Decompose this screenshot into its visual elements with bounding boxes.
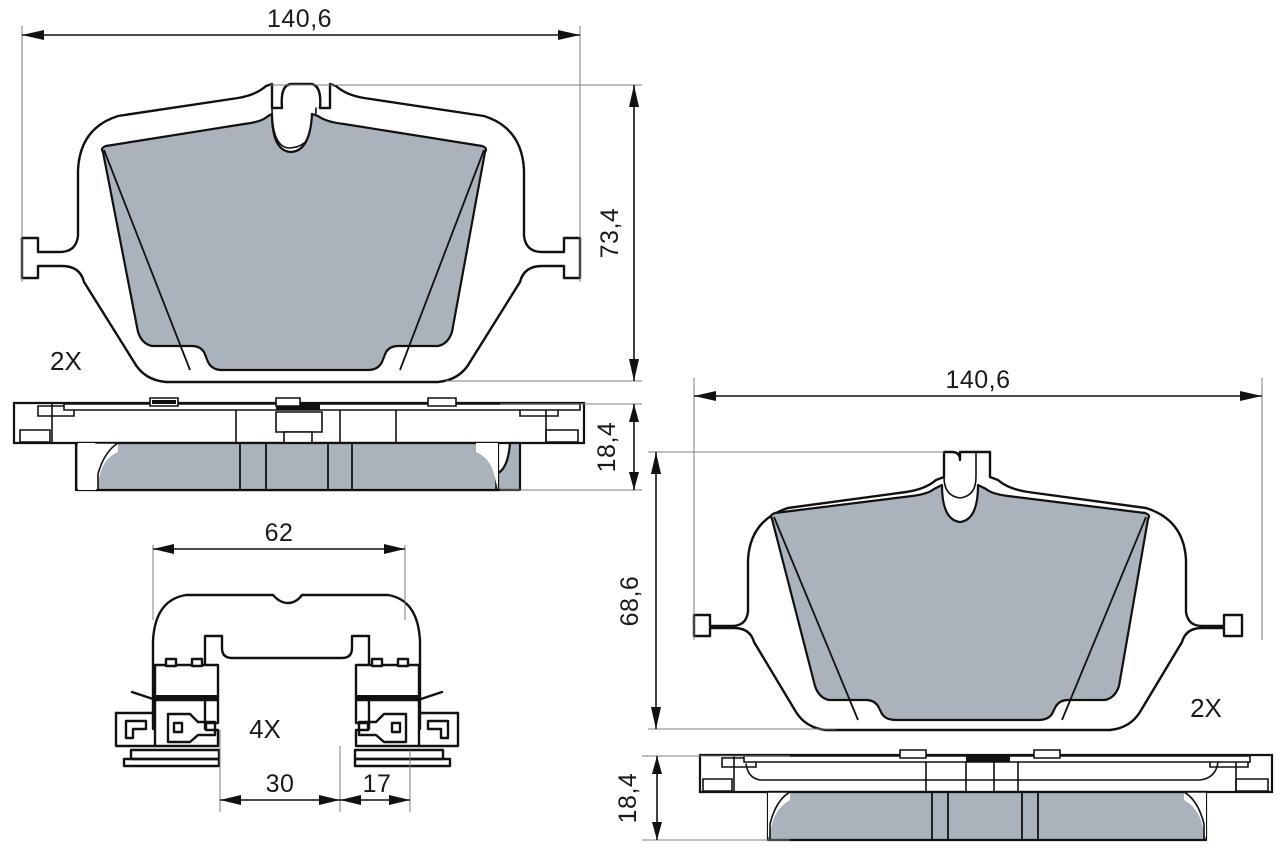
arrow-right-17 — [389, 795, 410, 805]
arrow-top-18-4-left — [629, 404, 639, 422]
clip-right-foot-tab-1 — [370, 657, 384, 668]
arrow-right-30 — [319, 795, 340, 805]
clip-left-base-strip-1 — [129, 748, 221, 761]
clip-left-foot-darkbar — [155, 695, 218, 700]
view-side-pad-large — [12, 397, 586, 492]
arrow-left-140-6-right — [694, 391, 716, 401]
clip-left-base-strip-2 — [122, 757, 221, 768]
dimension-height-73-4: 73,4 — [270, 84, 642, 382]
side-small-friction-left-fillet — [768, 792, 790, 840]
clip-right-base-strip-1 — [353, 748, 445, 761]
side-large-center-boss — [275, 411, 323, 433]
clip-inner-bracket — [203, 634, 371, 731]
view-front-pad-large: 2X — [20, 82, 582, 384]
clip-right-base-strip-2 — [353, 757, 452, 768]
side-small-friction-right-curve — [1183, 791, 1207, 841]
dim-text-140-6-top: 140,6 — [267, 5, 332, 33]
side-large-top-tab-2 — [275, 397, 301, 407]
arrow-bottom-73-4 — [629, 359, 639, 381]
clip-right-spring-finger — [416, 690, 444, 702]
clip-left-foot-block — [153, 663, 220, 701]
clip-right-eyelet — [357, 712, 408, 744]
arrow-left-30 — [220, 795, 241, 805]
side-large-friction-left-fillet — [96, 443, 118, 490]
pad-small-score-line-left — [773, 516, 859, 721]
clip-left-eyelet-hole — [172, 721, 184, 734]
side-small-top-tab-1 — [899, 749, 927, 759]
clip-right-foot-tab-2 — [396, 657, 410, 668]
clip-left-eyelet — [166, 712, 217, 744]
dimension-thickness-18-4-left: 18,4 — [500, 403, 642, 491]
arrow-top-68-6 — [651, 452, 661, 474]
side-large-friction-right-fillet — [476, 443, 498, 490]
pad-small-score-line-right — [1061, 516, 1147, 721]
clip-arched-spring — [151, 593, 422, 731]
side-large-top-tab-3 — [427, 397, 457, 407]
dim-text-30: 30 — [266, 770, 295, 798]
side-small-right-ear-slot-bottom — [1235, 778, 1269, 792]
view-side-pad-small — [698, 749, 1274, 842]
dimension-thickness-18-4-right: 18,4 — [614, 755, 790, 841]
side-large-friction-chamfer-left — [78, 443, 98, 490]
side-large-friction-silhouette — [94, 441, 500, 492]
side-small-friction-right-fillet — [1184, 792, 1206, 840]
dim-text-17: 17 — [363, 770, 392, 798]
side-small-shim-dark-segment — [966, 756, 1010, 762]
side-large-shim-strip — [63, 403, 581, 411]
side-small-top-tab-2 — [1033, 749, 1061, 759]
clip-left-spring-finger — [130, 690, 158, 702]
dimension-clip-width-62: 62 — [152, 519, 406, 620]
arrow-right-140-6 — [558, 30, 580, 40]
clip-right-foot-block — [354, 663, 421, 701]
arrow-left-17 — [340, 795, 361, 805]
side-large-left-ear-slot-bottom — [19, 429, 51, 443]
dim-text-18-4-left: 18,4 — [593, 422, 621, 473]
arrow-right-62 — [384, 544, 405, 554]
arrow-left-140-6 — [22, 30, 44, 40]
side-small-left-ear-slot-bottom — [702, 778, 733, 792]
arrow-right-140-6-right — [1240, 391, 1262, 401]
dim-text-73-4: 73,4 — [596, 208, 624, 259]
arrow-bottom-18-4-left — [629, 472, 639, 490]
side-small-center-boss — [965, 761, 995, 793]
clip-left-hook-outer — [114, 711, 157, 748]
dimension-width-140-6-right: 140,6 — [693, 366, 1263, 640]
clip-left-hook-inner — [124, 719, 148, 740]
dimension-height-68-6: 68,6 — [616, 451, 944, 730]
clip-right-hook-inner — [426, 719, 450, 740]
side-large-right-ear-slot-bottom — [545, 429, 579, 443]
clip-right-foot-darkbar — [356, 695, 419, 700]
dimension-clip-inner-30-and-17: 30 17 — [219, 730, 411, 812]
dim-text-62: 62 — [265, 519, 294, 547]
clip-left-foot-tab-1 — [164, 657, 178, 668]
side-small-friction-silhouette — [766, 790, 1208, 842]
arrow-top-18-4-right — [652, 756, 662, 774]
dim-text-140-6-right: 140,6 — [945, 366, 1010, 394]
side-large-friction-left-curve — [95, 442, 119, 491]
qty-label-small-pad: 2X — [1190, 693, 1222, 723]
qty-label-clip: 4X — [249, 714, 281, 744]
dimension-width-140-6-top: 140,6 — [21, 5, 581, 282]
clip-right-hook-outer — [417, 711, 460, 748]
pad-large-score-line-right — [399, 149, 485, 371]
side-small-friction-left-curve — [767, 791, 791, 841]
pad-large-score-line-left — [103, 149, 191, 371]
arrow-bottom-68-6 — [651, 707, 661, 729]
arrow-left-62 — [153, 544, 174, 554]
view-front-pad-small: 2X — [692, 450, 1244, 732]
pad-small-center-notch — [943, 451, 977, 499]
dim-text-68-6: 68,6 — [616, 576, 644, 627]
view-retaining-clip: 4X — [114, 593, 460, 768]
arrow-bottom-18-4-right — [652, 822, 662, 840]
pad-large-friction-material — [100, 112, 488, 372]
dim-text-18-4-right: 18,4 — [614, 773, 642, 824]
qty-label-large-pad: 2X — [50, 346, 82, 376]
clip-right-eyelet-hole — [390, 721, 402, 734]
side-large-top-tab-1-dark — [152, 400, 176, 404]
arrow-top-73-4 — [629, 85, 639, 107]
pad-small-friction-material — [769, 483, 1151, 722]
side-large-center-boss-lower — [283, 431, 313, 444]
clip-left-foot-tab-2 — [190, 657, 204, 668]
side-small-inner-contour — [745, 761, 1219, 781]
